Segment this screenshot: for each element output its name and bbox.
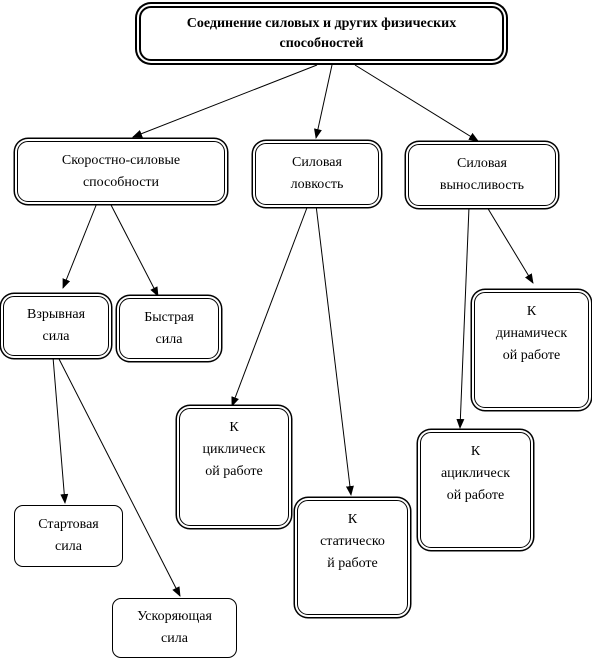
arrow-root-to-endurance: [354, 64, 479, 142]
arrow-endurance-to-dynamic: [486, 206, 534, 284]
node-static-work: К статическо й работе: [297, 500, 408, 615]
node-acyclic-work-label: К ациклическ ой работе: [440, 444, 511, 503]
node-strength-endurance: Силовая выносливость: [408, 144, 556, 206]
node-dynamic-work: К динамическ ой работе: [474, 292, 589, 408]
node-explosive-strength: Взрывная сила: [3, 296, 109, 356]
node-starting-strength: Стартовая сила: [14, 505, 123, 567]
arrow-speed-to-fast: [109, 202, 159, 297]
root-node: Соединение силовых и других физических с…: [139, 6, 504, 61]
arrow-agility-to-cyclic: [231, 204, 309, 407]
node-speed-strength-label: Скоростно-силовые способности: [61, 152, 181, 190]
node-speed-strength: Скоростно-силовые способности: [17, 141, 225, 202]
node-acyclic-work: К ациклическ ой работе: [420, 432, 531, 548]
node-accelerating-strength-label: Ускоряющая сила: [137, 609, 212, 646]
arrow-speed-to-explosive: [62, 202, 98, 289]
node-cyclic-work: К циклическ ой работе: [179, 408, 289, 526]
arrow-agility-to-static: [315, 204, 354, 496]
node-accelerating-strength: Ускоряющая сила: [112, 598, 237, 658]
node-fast-strength-label: Быстрая сила: [144, 309, 194, 347]
arrow-root-to-speed-strength: [132, 64, 318, 138]
node-strength-agility-label: Силовая ловкость: [290, 155, 344, 192]
arrow-explosive-to-starting: [52, 356, 69, 504]
arrow-root-to-agility: [314, 64, 333, 139]
node-starting-strength-label: Стартовая сила: [38, 517, 99, 554]
node-explosive-strength-label: Взрывная сила: [26, 307, 86, 344]
node-cyclic-work-label: К циклическ ой работе: [202, 420, 266, 479]
root-title: Соединение силовых и других физических с…: [186, 15, 457, 51]
arrow-endurance-to-acyclic: [456, 206, 470, 429]
arrow-explosive-to-accelerating: [57, 356, 181, 597]
node-strength-endurance-label: Силовая выносливость: [439, 156, 525, 193]
node-dynamic-work-label: К динамическ ой работе: [495, 304, 568, 363]
node-strength-agility: Силовая ловкость: [255, 143, 379, 205]
node-fast-strength: Быстрая сила: [119, 298, 219, 359]
node-static-work-label: К статическо й работе: [320, 512, 385, 571]
